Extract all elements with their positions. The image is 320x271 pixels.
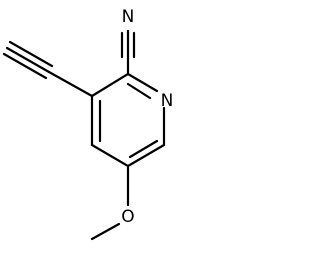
bond-n1-c2-double [126, 72, 159, 100]
ether-oxygen-label: O [121, 207, 134, 227]
bond-c3-c4-double [90, 94, 102, 147]
bond-c4-c5 [90, 143, 130, 168]
chemical-structure-diagram: N N O [2, 7, 174, 241]
ring-nitrogen-label: N [161, 91, 174, 111]
bond-c5-c6-double [126, 139, 166, 168]
bond-c2-c3 [90, 72, 130, 98]
bond-c3-ethynyl [47, 70, 94, 98]
bond-nitrile-triple [120, 29, 136, 60]
bond-ethynyl-triple [2, 40, 54, 80]
bond-oxygen-methyl [90, 222, 121, 241]
nitrile-nitrogen-label: N [122, 7, 135, 27]
